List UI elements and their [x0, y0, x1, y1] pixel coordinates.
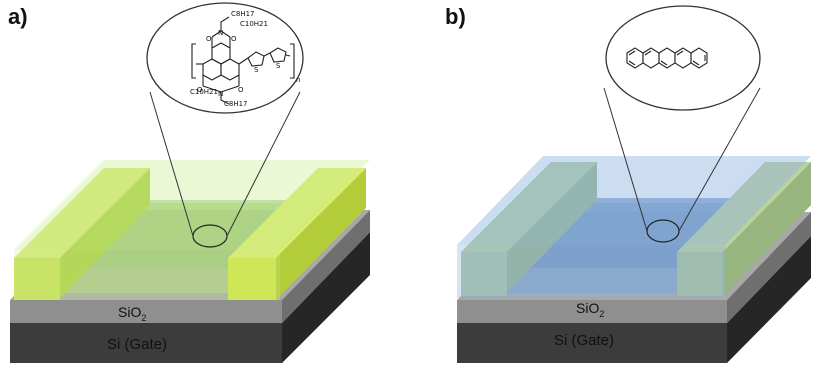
sio2-front — [10, 300, 282, 323]
sio2-side — [727, 212, 811, 323]
left-electrode-inner — [507, 162, 597, 292]
zoom-bubble — [146, 2, 304, 114]
right-electrode-top — [228, 168, 366, 258]
film-front — [14, 250, 280, 300]
cone-right-line — [226, 91, 301, 237]
top-chain2-label: C10H21 — [240, 20, 268, 28]
svg-text:S: S — [276, 62, 281, 70]
si-gate-side — [727, 236, 811, 363]
film-overlay — [457, 156, 811, 245]
svg-text:O: O — [206, 35, 212, 43]
film-overlay — [14, 160, 370, 250]
gate-label-b: Si (Gate) — [554, 332, 615, 349]
pentacene-structure — [626, 47, 708, 69]
right-electrode-side — [723, 162, 811, 296]
polymer-structure — [191, 16, 295, 105]
svg-text:O: O — [238, 86, 244, 94]
svg-text:S: S — [254, 66, 259, 74]
panel-label-a: a) — [8, 4, 28, 29]
left-electrode-inner — [60, 168, 150, 298]
right-electrode-front — [228, 258, 276, 300]
sio2-label-b: SiO2 — [576, 300, 605, 319]
left-electrode-front — [461, 252, 507, 296]
left-electrode-front — [14, 258, 60, 300]
zoom-bubble — [605, 5, 761, 111]
sio2-label-a: SiO2 — [118, 304, 147, 323]
gate-label-a: Si (Gate) — [107, 336, 168, 353]
polymer-atoms: O O O O N N S S — [197, 29, 281, 98]
bottom-chain-label: C8H17 — [224, 100, 248, 108]
cone-left-line — [149, 91, 194, 237]
si-gate-front — [457, 323, 727, 363]
svg-text:O: O — [231, 35, 237, 43]
device-diagram-a: O O O O N N S S — [10, 2, 370, 363]
si-gate-front — [10, 323, 282, 363]
cone-left-line — [603, 87, 648, 232]
sio2-front — [457, 300, 727, 323]
si-gate-side — [282, 232, 370, 363]
repeat-n-label: n — [296, 76, 301, 84]
cone-right-line — [678, 87, 761, 232]
right-electrode-top — [677, 162, 811, 252]
left-electrode-top — [14, 168, 150, 258]
right-electrode-side — [276, 168, 366, 300]
left-electrode-top — [461, 162, 597, 252]
top-chain-label: C8H17 — [231, 10, 255, 18]
device-diagram-b — [457, 5, 811, 363]
svg-text:O: O — [197, 86, 203, 94]
sio2-side — [282, 210, 370, 323]
film-front — [457, 245, 725, 298]
panel-label-b: b) — [445, 4, 466, 29]
right-electrode-front — [677, 252, 723, 296]
bottom-chain2-label: C10H21 — [190, 88, 218, 96]
svg-text:N: N — [218, 90, 223, 98]
svg-text:N: N — [218, 29, 223, 37]
panel-a: O O O O N N S S a) SiO2 Si (Gate) C8H17 … — [8, 2, 370, 363]
panel-b: b) SiO2 Si (Gate) — [407, 0, 814, 365]
